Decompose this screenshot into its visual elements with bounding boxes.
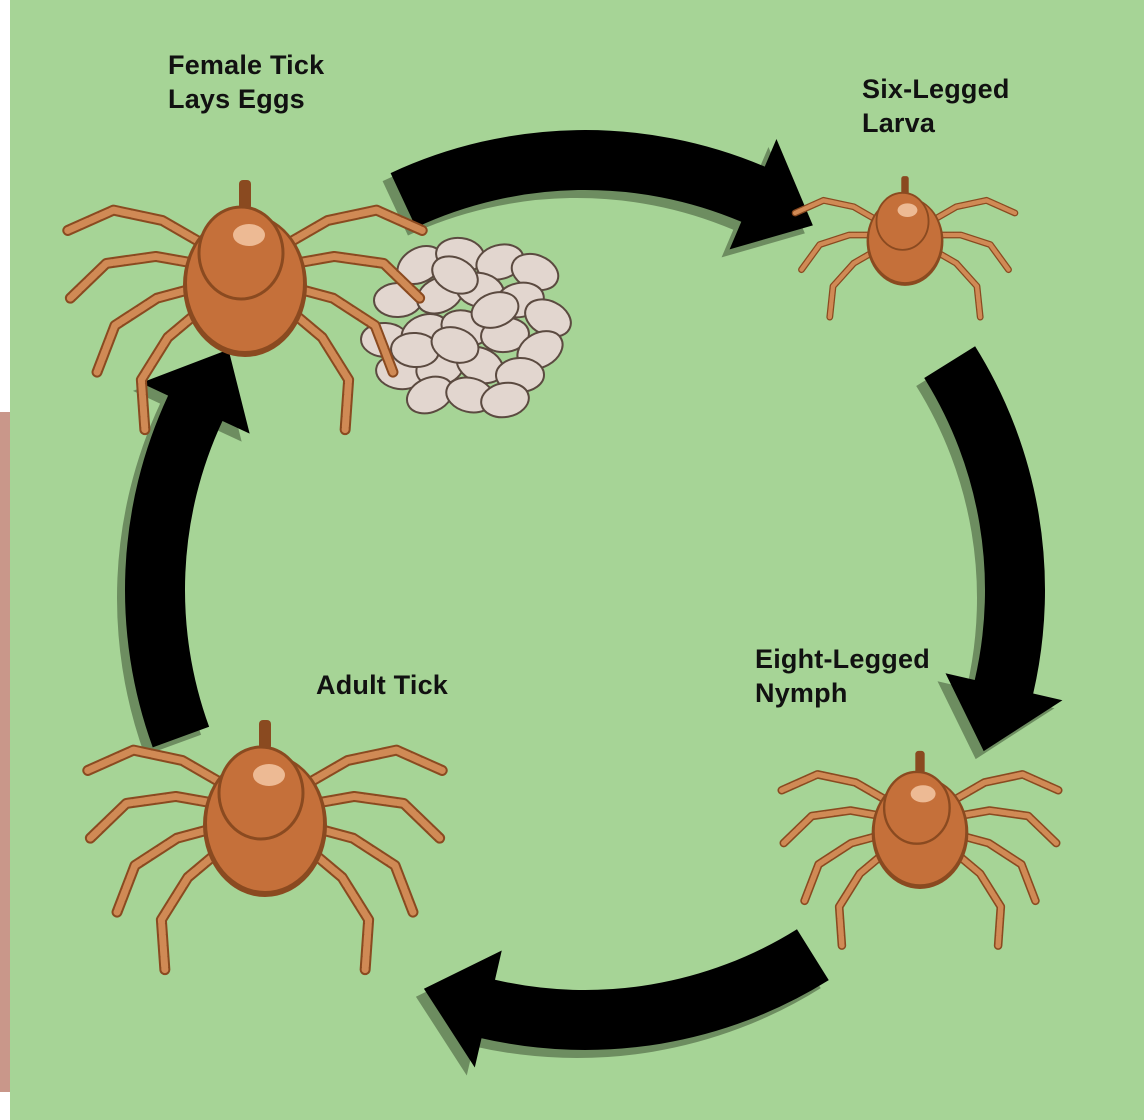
label-eight-legged-nymph: Eight-Legged Nymph	[755, 642, 930, 710]
label-line-1: Adult Tick	[316, 668, 448, 702]
label-line-1: Female Tick	[168, 48, 324, 82]
label-adult-tick: Adult Tick	[316, 668, 448, 702]
label-female-tick-lays-eggs: Female Tick Lays Eggs	[168, 48, 324, 116]
label-line-2: Lays Eggs	[168, 82, 324, 116]
label-line-2: Larva	[862, 106, 1010, 140]
label-six-legged-larva: Six-Legged Larva	[862, 72, 1010, 140]
label-line-1: Eight-Legged	[755, 642, 930, 676]
label-line-1: Six-Legged	[862, 72, 1010, 106]
label-line-2: Nymph	[755, 676, 930, 710]
